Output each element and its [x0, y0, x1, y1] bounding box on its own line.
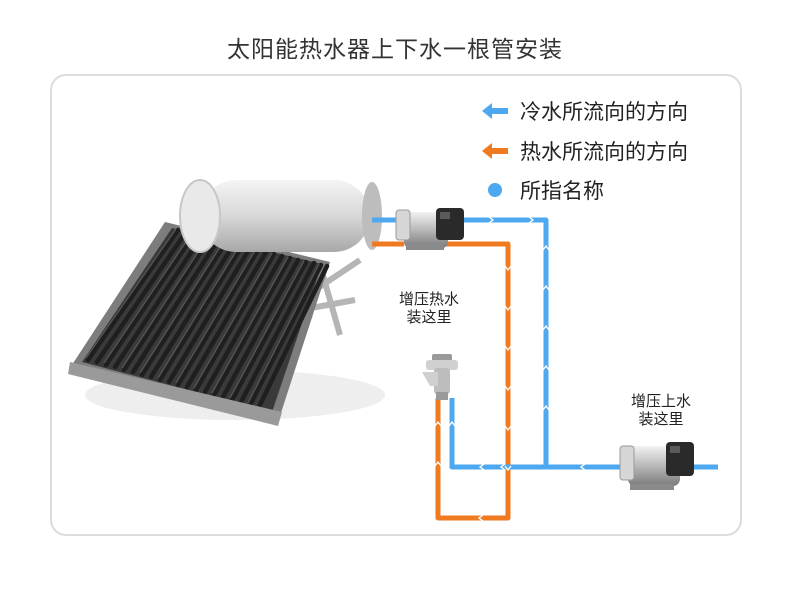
hot-pump-label-line1: 增压热水 — [398, 290, 459, 308]
legend-name-label: 所指名称 — [520, 179, 604, 203]
cold-pump-label-line1: 增压上水 — [630, 392, 691, 410]
page-title: 太阳能热水器上下水一根管安装 — [227, 37, 563, 63]
arrow-left-icon — [482, 143, 508, 159]
vacuum-tubes — [85, 227, 330, 410]
legend-hot-label: 热水所流向的方向 — [520, 140, 688, 164]
pump-icon — [395, 208, 464, 250]
hot-pump-label-line2: 装这里 — [406, 308, 452, 326]
faucet-icon — [422, 354, 458, 400]
pump-icon — [619, 442, 694, 490]
cold-water-pipe — [372, 217, 718, 470]
legend-hot: 热水所流向的方向 — [480, 136, 688, 166]
legend-name: 所指名称 — [480, 175, 604, 205]
cold-pump-label-line2: 装这里 — [638, 410, 684, 428]
cold-pump-label: 增压上水 装这里 — [616, 392, 706, 428]
hot-pump-label: 增压热水 装这里 — [384, 290, 474, 326]
hot-water-pipe — [372, 241, 511, 521]
solar-water-heater-icon — [68, 179, 385, 426]
dot-icon — [488, 183, 502, 197]
arrow-left-icon — [482, 103, 508, 119]
flow-arrows — [434, 216, 586, 522]
legend-cold: 冷水所流向的方向 — [480, 96, 688, 126]
legend-cold-label: 冷水所流向的方向 — [520, 100, 688, 124]
